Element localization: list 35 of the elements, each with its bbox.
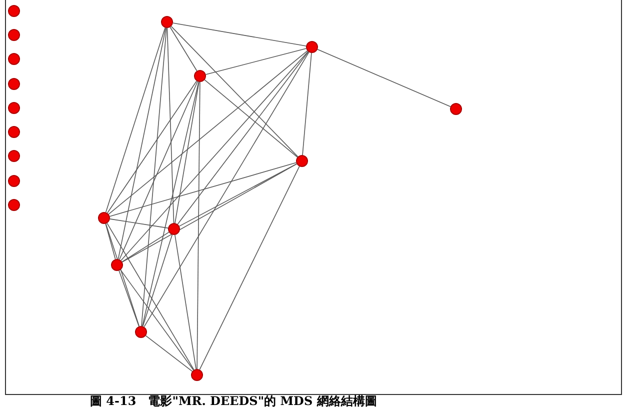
network-link xyxy=(120,51,308,261)
network-link xyxy=(105,27,166,213)
network-link xyxy=(178,163,298,227)
network-link xyxy=(196,82,200,370)
network-link xyxy=(106,80,198,214)
network-link xyxy=(141,28,167,326)
network-link xyxy=(119,81,198,260)
network-link xyxy=(172,22,306,46)
network-link xyxy=(110,218,168,228)
network-link xyxy=(105,223,140,327)
network-link xyxy=(109,162,297,217)
network-link xyxy=(170,26,198,72)
network-link xyxy=(170,26,298,158)
network-link xyxy=(122,232,170,262)
network-link xyxy=(144,52,310,328)
network-link xyxy=(108,50,308,215)
network-link xyxy=(166,28,174,224)
network-link xyxy=(106,222,194,370)
network-link xyxy=(205,48,307,75)
network-link xyxy=(317,48,451,108)
network-link xyxy=(174,234,196,370)
network-link xyxy=(120,269,194,371)
network-link xyxy=(177,51,309,225)
network-link xyxy=(122,164,298,262)
network-link xyxy=(174,82,200,224)
network-link xyxy=(118,27,166,260)
network-link xyxy=(302,52,312,156)
network-link xyxy=(199,166,300,370)
network-link xyxy=(118,270,140,327)
network-link xyxy=(105,223,116,260)
figure-caption: 圖 4-13 電影"MR. DEEDS"的 MDS 網絡結構圖 xyxy=(90,394,377,409)
network-link xyxy=(204,79,298,158)
network-link xyxy=(142,234,173,327)
network-link xyxy=(142,81,200,327)
network-link xyxy=(145,335,193,372)
